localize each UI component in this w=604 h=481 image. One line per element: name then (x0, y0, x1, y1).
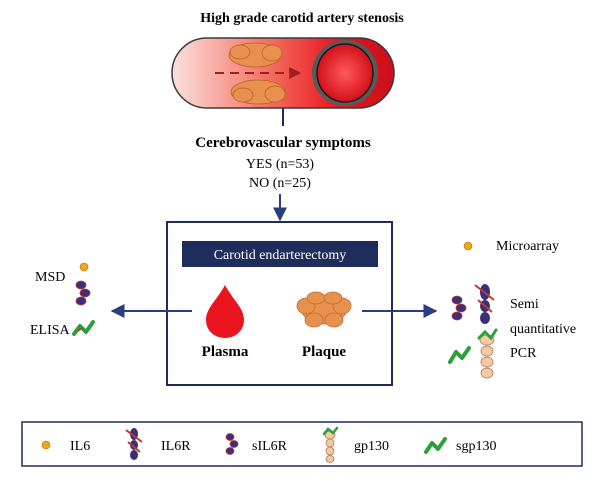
sgp130-icon (448, 346, 471, 364)
microarray-label: Microarray (496, 239, 559, 254)
sil6r-icon (75, 280, 91, 306)
sgp130-icon (72, 320, 95, 336)
legend-il6r-icon (125, 428, 143, 460)
il6-icon (463, 241, 473, 251)
legend-box (21, 421, 583, 467)
carotid-vessel-illustration (171, 37, 395, 109)
gp130-icon (477, 328, 498, 379)
msd-label: MSD (35, 270, 65, 285)
plasma-label: Plasma (202, 344, 249, 360)
legend-il6-icon (41, 440, 51, 450)
legend-gp130-icon (322, 426, 339, 463)
plaque-label: Plaque (302, 344, 347, 360)
il6r-icon (474, 284, 495, 324)
procedure-label: Carotid endarterectomy (214, 248, 347, 263)
legend-gp130-label: gp130 (354, 439, 389, 454)
title: High grade carotid artery stenosis (200, 11, 404, 26)
legend-sgp130-icon (424, 437, 447, 454)
symptoms-heading: Cerebrovascular symptoms (195, 135, 371, 151)
symptoms-no-count: NO (n=25) (249, 176, 311, 191)
legend-sil6r-label: sIL6R (252, 439, 288, 454)
legend-il6r-label: IL6R (161, 439, 191, 454)
pcr-label-line3: PCR (510, 346, 537, 361)
legend-sil6r-icon (225, 433, 239, 455)
symptoms-yes-count: YES (n=53) (246, 157, 315, 172)
elisa-label: ELISA (30, 323, 71, 338)
plaque-icon (296, 291, 352, 328)
sil6r-icon (451, 295, 467, 321)
blood-drop-icon (206, 285, 244, 338)
legend-il6-label: IL6 (70, 439, 90, 454)
procedure-label-bg (182, 241, 378, 267)
il6-icon (79, 262, 89, 272)
legend-sgp130-label: sgp130 (456, 439, 496, 454)
pcr-label-line2: quantitative (510, 322, 576, 337)
pcr-label-line1: Semi (510, 297, 539, 312)
